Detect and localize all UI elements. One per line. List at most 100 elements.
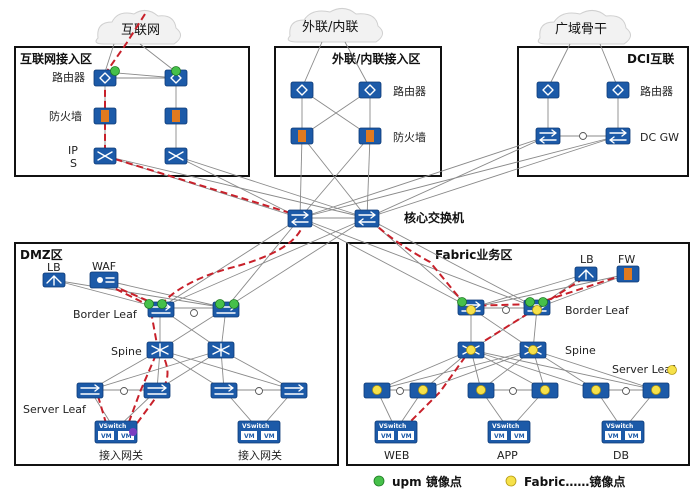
svg-text:VM: VM	[121, 433, 132, 440]
ips-device-1	[93, 147, 117, 165]
dmz-server-leaf-1	[76, 382, 104, 399]
upm-point	[538, 297, 548, 307]
dc-gw-label: DC GW	[640, 131, 679, 144]
firewall-internet-1	[93, 107, 117, 125]
cloud-extranet: 外联/内联	[287, 8, 383, 43]
legend-fabric-label: Fabric……镜像点	[524, 474, 625, 489]
svg-text:VSwitch: VSwitch	[379, 423, 406, 430]
dmz-lb	[42, 272, 66, 288]
svg-text:VM: VM	[381, 433, 392, 440]
firewall-label: 防火墙	[49, 109, 82, 123]
dmz-waf-label: WAF	[92, 260, 116, 273]
fabric-vswitch-web: VSwitch VM VM	[374, 420, 418, 444]
svg-text:VM: VM	[401, 433, 412, 440]
core-switch-label: 核心交换机	[404, 210, 464, 225]
upm-point	[110, 66, 120, 76]
upm-point	[215, 299, 225, 309]
upm-point	[171, 66, 181, 76]
router-label-3: 路由器	[640, 84, 673, 98]
zone-dci-title: DCI互联	[627, 52, 674, 66]
zone-dmz	[14, 242, 339, 466]
fabric-point	[532, 305, 542, 315]
cloud-wan: 广域骨干	[537, 10, 631, 45]
ips-label-line1: IP	[68, 144, 78, 157]
router-label-2: 路由器	[393, 84, 426, 98]
cloud-wan-label: 广域骨干	[555, 22, 607, 37]
fabric-point	[528, 345, 538, 355]
legend-fabric-swatch	[505, 475, 517, 487]
link-aggregation-marker	[120, 387, 128, 395]
link-aggregation-marker	[579, 132, 587, 140]
upm-point	[457, 297, 467, 307]
dmz-gateway-label-2: 接入网关	[238, 448, 282, 462]
dmz-border-leaf-1	[147, 301, 175, 318]
link-aggregation-marker	[622, 387, 630, 395]
svg-text:VM: VM	[494, 433, 505, 440]
fabric-fw	[616, 265, 640, 283]
zone-fabric-title: Fabric业务区	[435, 247, 512, 262]
fabric-point	[466, 305, 476, 315]
dmz-vswitch-2: VSwitch VM VM	[237, 420, 281, 444]
zone-dci	[517, 46, 689, 177]
svg-text:VSwitch: VSwitch	[492, 423, 519, 430]
svg-text:VM: VM	[264, 433, 275, 440]
svg-text:VSwitch: VSwitch	[606, 423, 633, 430]
cloud-extranet-label: 外联/内联	[302, 19, 358, 35]
dmz-server-leaf-label: Server Leaf	[23, 403, 87, 416]
fabric-fw-label: FW	[618, 253, 635, 266]
svg-text:VSwitch: VSwitch	[242, 423, 269, 430]
endpoint-marker	[129, 428, 137, 436]
svg-text:VM: VM	[244, 433, 255, 440]
firewall-extranet-2	[358, 127, 382, 145]
app-label: APP	[497, 449, 518, 462]
core-switch-1	[287, 209, 313, 228]
fabric-server-leaf-label: Server Leaf	[612, 363, 676, 376]
legend-upm-swatch	[373, 475, 385, 487]
svg-text:VSwitch: VSwitch	[99, 423, 126, 430]
dmz-server-leaf-4	[280, 382, 308, 399]
fabric-point	[667, 365, 677, 375]
upm-point	[157, 299, 167, 309]
link-aggregation-marker	[502, 306, 510, 314]
cloud-internet: 互联网	[95, 10, 181, 45]
ips-label-line2: S	[70, 157, 77, 170]
fabric-point	[372, 385, 382, 395]
upm-point	[525, 297, 535, 307]
legend-upm-label: upm 镜像点	[392, 474, 462, 489]
zone-extranet-access	[274, 46, 442, 177]
dmz-lb-label: LB	[47, 261, 61, 274]
ips-device-2	[164, 147, 188, 165]
fabric-lb-label: LB	[580, 253, 594, 266]
svg-text:VM: VM	[514, 433, 525, 440]
core-switch-2	[354, 209, 380, 228]
dmz-spine-label: Spine	[111, 345, 142, 358]
link-aggregation-marker	[190, 309, 198, 317]
svg-text:VM: VM	[101, 433, 112, 440]
dmz-server-leaf-2	[143, 382, 171, 399]
web-label: WEB	[384, 449, 409, 462]
fabric-border-leaf-label: Border Leaf	[565, 304, 630, 317]
link-aggregation-marker	[509, 387, 517, 395]
fabric-point	[540, 385, 550, 395]
legend: upm 镜像点 Fabric……镜像点	[373, 474, 625, 489]
router-extranet-2	[358, 81, 382, 99]
upm-point	[229, 299, 239, 309]
svg-text:VM: VM	[628, 433, 639, 440]
zone-internet-access-title: 互联网接入区	[20, 51, 92, 66]
dmz-border-leaf-label: Border Leaf	[73, 308, 138, 321]
firewall-extranet-1	[290, 127, 314, 145]
router-extranet-1	[290, 81, 314, 99]
fabric-point	[418, 385, 428, 395]
link-aggregation-marker	[396, 387, 404, 395]
fabric-spine-label: Spine	[565, 344, 596, 357]
fabric-point	[591, 385, 601, 395]
router-label: 路由器	[52, 70, 85, 84]
fabric-lb	[574, 266, 598, 282]
dmz-spine-1	[146, 341, 174, 359]
dc-gw-2	[605, 127, 631, 145]
dmz-server-leaf-3	[210, 382, 238, 399]
firewall-internet-2	[164, 107, 188, 125]
router-internet-1	[93, 69, 117, 87]
zone-internet-access	[14, 46, 250, 177]
